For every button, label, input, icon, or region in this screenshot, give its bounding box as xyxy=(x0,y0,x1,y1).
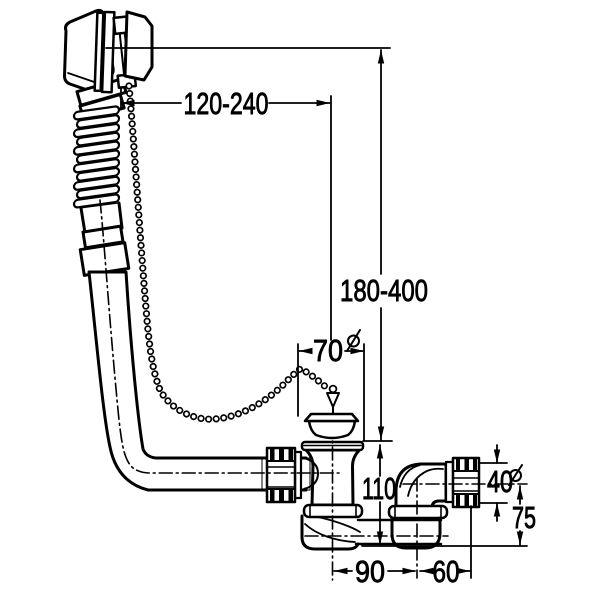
centerlines xyxy=(99,199,528,581)
overflow-cap xyxy=(123,10,154,82)
overflow-rosette-plates xyxy=(93,10,116,94)
dimension-arrows xyxy=(121,50,524,575)
flexible-hose xyxy=(72,105,121,209)
dimension-labels: 120-240 180-400 70 110 40 75 90 60 xyxy=(183,86,536,590)
dim-drain-height: 110 xyxy=(362,471,396,506)
plug-plate xyxy=(303,412,360,423)
dim-overflow-height: 180-400 xyxy=(340,273,428,308)
compression-nut-left xyxy=(265,446,303,504)
elbow-flange xyxy=(387,504,449,520)
overflow-fitting xyxy=(63,8,154,122)
plug-body xyxy=(307,419,357,440)
overflow-pipe xyxy=(78,201,269,492)
dim-outlet-diameter: 40 xyxy=(487,464,513,499)
dim-cable-span: 120-240 xyxy=(184,86,269,121)
dim-outlet-center-height: 75 xyxy=(512,500,536,535)
diameter-symbol-40 xyxy=(508,464,523,486)
chain-link-triangle xyxy=(326,392,340,408)
outlet-elbow xyxy=(387,456,481,550)
compression-nut-right xyxy=(451,456,481,509)
dim-plug-diameter: 70 xyxy=(313,333,343,368)
diameter-symbol-70 xyxy=(346,329,361,352)
dim-drain-to-elbow: 90 xyxy=(355,554,385,589)
plug-and-chain xyxy=(125,82,360,440)
dim-elbow-to-end: 60 xyxy=(433,554,460,589)
elbow-bowl xyxy=(390,516,442,550)
